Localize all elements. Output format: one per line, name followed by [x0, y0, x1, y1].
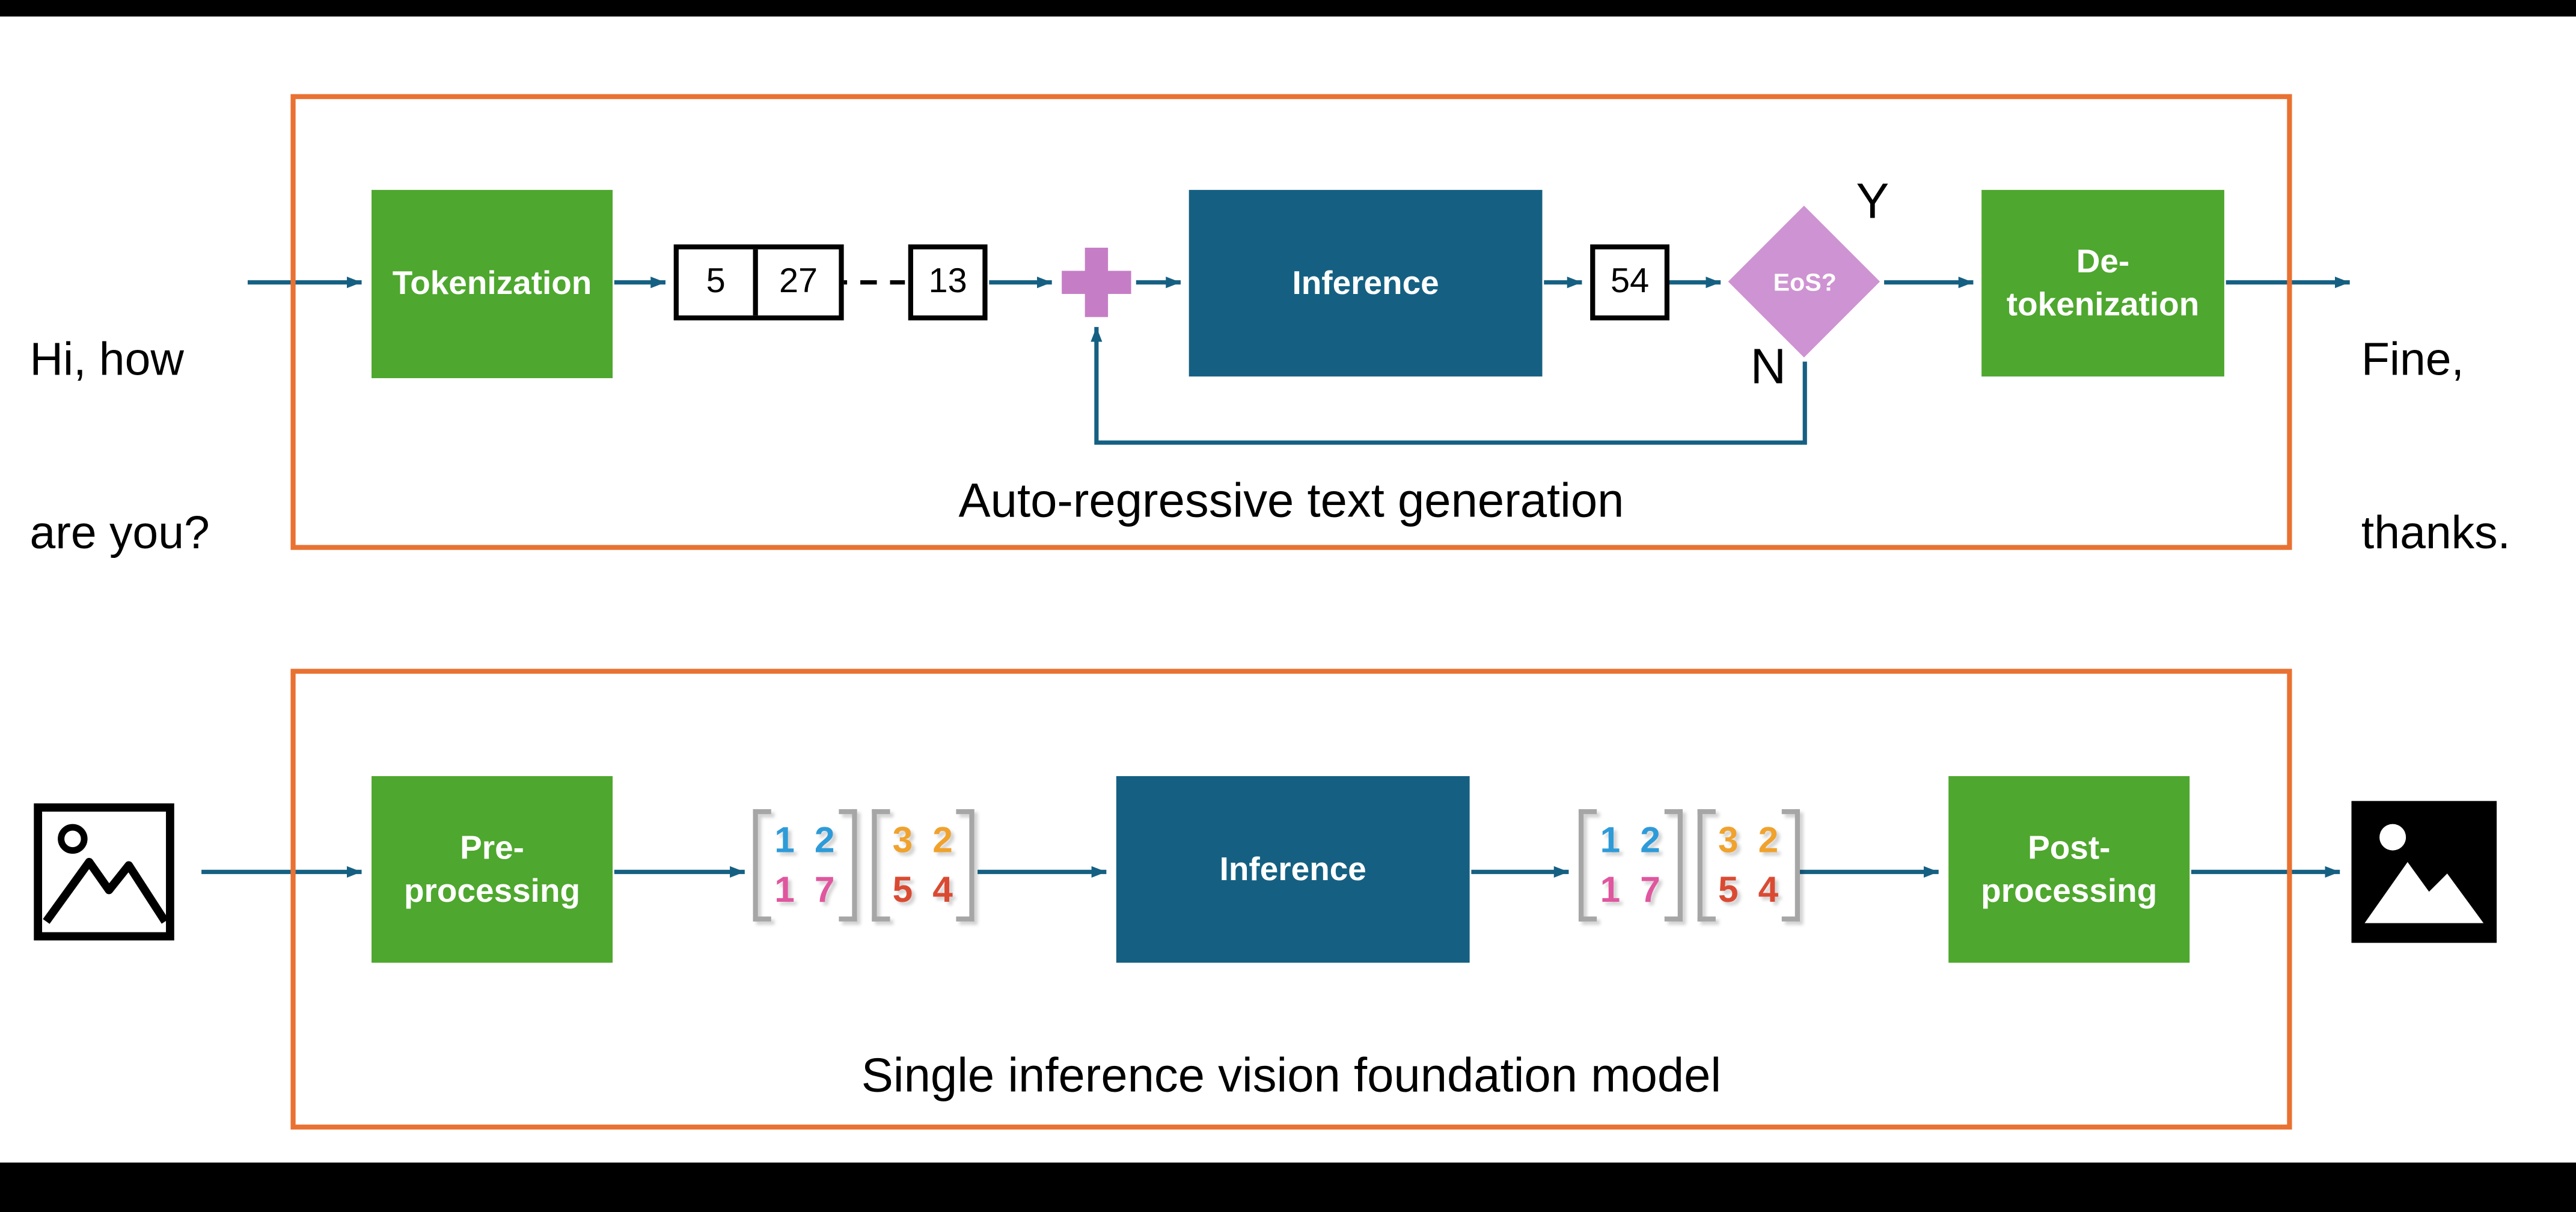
matrix-cell: 1 [1600, 819, 1621, 861]
eos-diamond: EoS? [1728, 206, 1881, 358]
token-cell: 27 [753, 249, 839, 316]
eos-label: EoS? [1773, 268, 1837, 297]
postprocessing-label-line1: Post- [2028, 830, 2111, 866]
matrix: 1 2 1 7 [1578, 809, 1682, 922]
vision-pipeline-frame [290, 669, 2292, 1130]
tensor-group-input: 1 2 1 7 3 2 5 4 [753, 809, 974, 922]
input-text-line1: Hi, how [29, 333, 184, 385]
input-text: Hi, how are you? [29, 215, 209, 677]
output-text-line2: thanks. [2361, 507, 2510, 559]
inference-box-vision: Inference [1116, 776, 1470, 963]
matrix-cell: 7 [1640, 868, 1660, 910]
tokenization-box: Tokenization [372, 189, 613, 379]
preprocessing-box: Pre- processing [372, 776, 613, 963]
matrix-cell: 1 [774, 868, 795, 910]
matrix-cell: 5 [892, 868, 913, 910]
matrix-cell: 3 [1718, 819, 1739, 861]
postprocessing-label-line2: processing [1981, 872, 2158, 910]
text-pipeline-caption: Auto-regressive text generation [958, 476, 1624, 528]
matrix: 3 2 5 4 [870, 809, 974, 922]
detokenization-box: De- tokenization [1981, 189, 2224, 377]
tokenization-label: Tokenization [392, 266, 592, 302]
bottom-black-bar [0, 1162, 2576, 1212]
input-text-line2: are you? [29, 507, 210, 559]
token-cell: 5 [706, 262, 726, 301]
text-pipeline-frame [290, 94, 2292, 550]
token-strip: 5 27 [673, 244, 844, 320]
detokenization-label-line2: tokenization [2006, 286, 2200, 323]
preprocessing-label-line1: Pre- [460, 830, 524, 866]
output-text-line1: Fine, [2361, 333, 2464, 385]
inference-label: Inference [1219, 851, 1366, 888]
output-text: Fine, thanks. [2361, 215, 2510, 677]
plus-icon [1062, 248, 1131, 317]
photo-filled-icon [2351, 801, 2497, 943]
matrix-cell: 2 [1758, 819, 1779, 861]
matrix-cell: 2 [1640, 819, 1660, 861]
plus-icon-bar [1085, 248, 1109, 317]
postprocessing-box: Post- processing [1948, 776, 2190, 963]
vision-pipeline-caption: Single inference vision foundation model [861, 1050, 1722, 1103]
matrix: 1 2 1 7 [753, 809, 857, 922]
matrix-cell: 5 [1718, 868, 1739, 910]
branch-yes-label: Y [1856, 175, 1889, 230]
token-box-13: 13 [908, 244, 988, 320]
matrix-cell: 2 [814, 819, 835, 861]
matrix-cell: 3 [892, 819, 913, 861]
preprocessing-label-line2: processing [403, 872, 581, 910]
inference-label: Inference [1292, 265, 1439, 302]
tensor-group-output: 1 2 1 7 3 2 5 4 [1578, 809, 1800, 922]
top-black-bar [0, 0, 2576, 17]
branch-no-label: N [1750, 340, 1787, 395]
token-box-54: 54 [1590, 244, 1670, 320]
inference-box-text: Inference [1189, 189, 1543, 377]
detokenization-label-line1: De- [2076, 243, 2130, 280]
matrix-cell: 7 [814, 868, 835, 910]
matrix-cell: 4 [932, 868, 953, 910]
matrix-cell: 2 [932, 819, 953, 861]
photo-outline-icon [33, 803, 175, 941]
matrix-cell: 1 [774, 819, 795, 861]
matrix-cell: 1 [1600, 868, 1621, 910]
matrix: 3 2 5 4 [1696, 809, 1800, 922]
matrix-cell: 4 [1758, 868, 1779, 910]
